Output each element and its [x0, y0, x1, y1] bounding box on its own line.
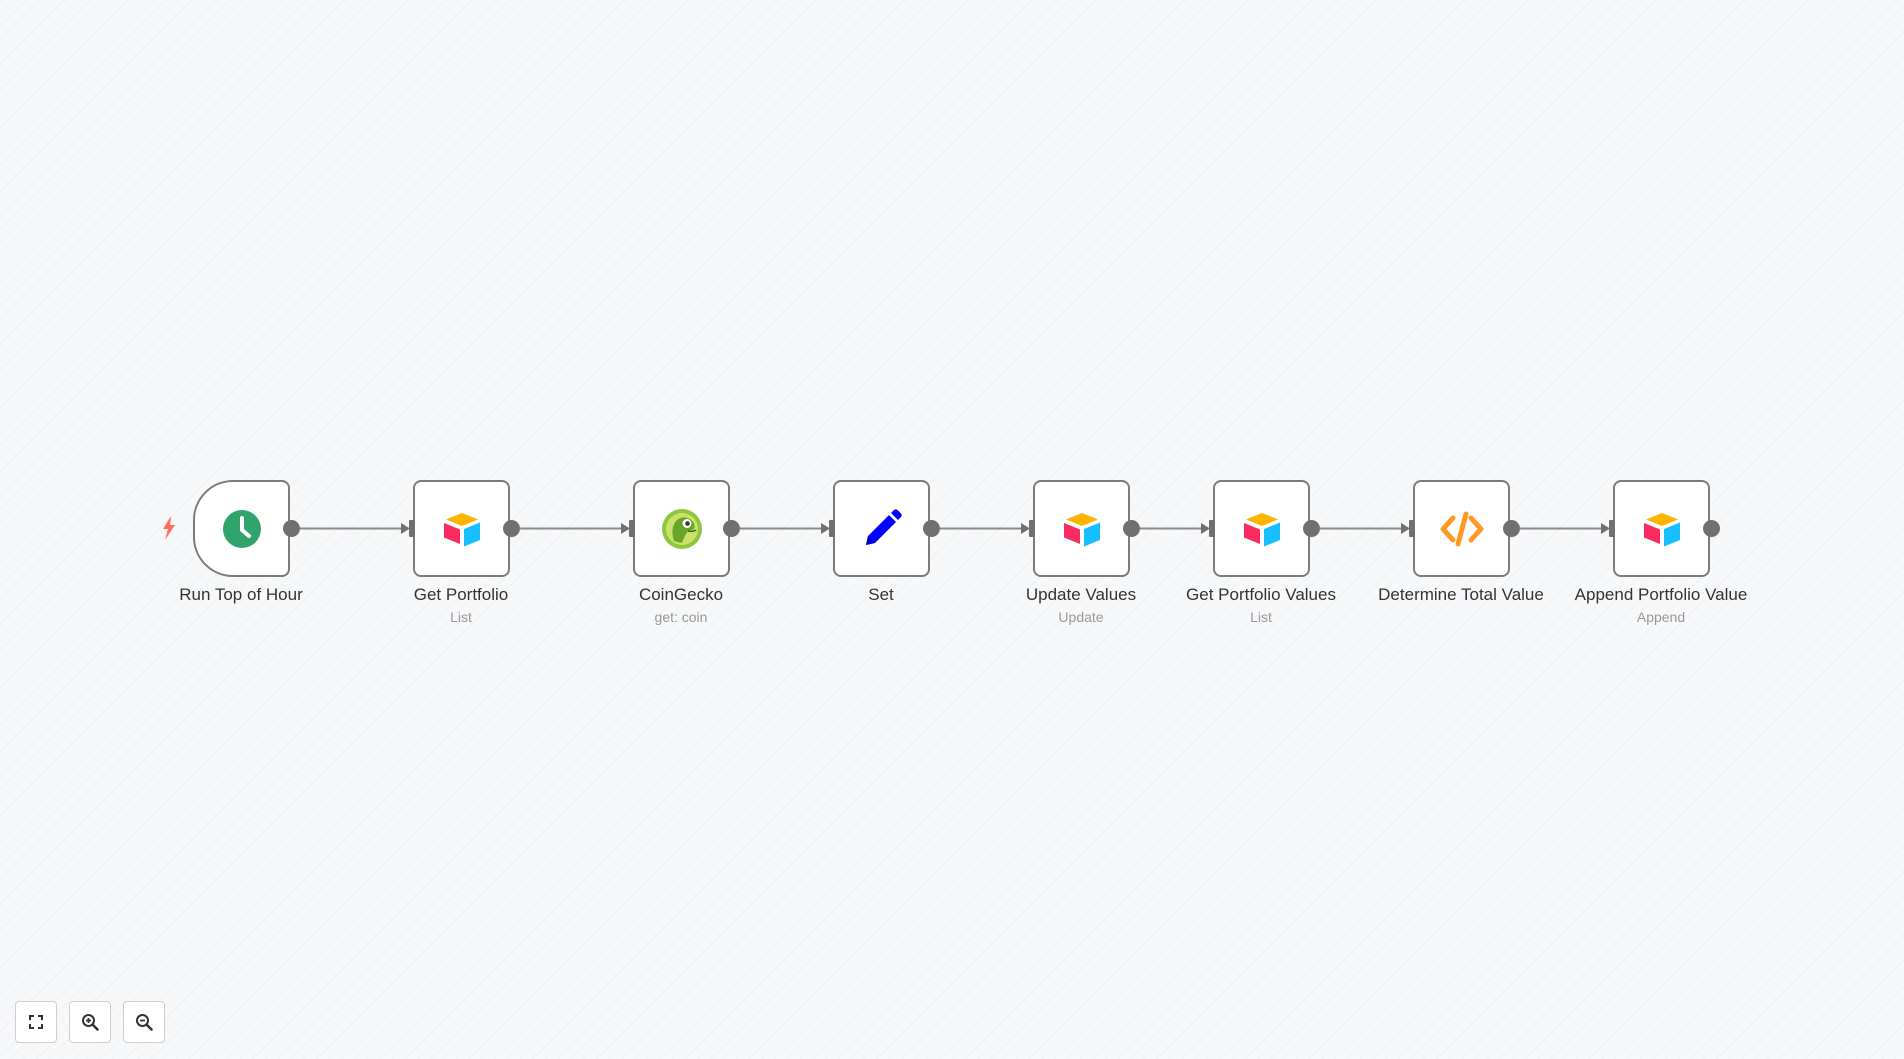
airtable-icon	[1240, 507, 1284, 551]
input-handle[interactable]	[1609, 520, 1615, 537]
node-label: Get Portfolio	[413, 585, 509, 604]
code-icon	[1440, 507, 1484, 551]
node-label: Set	[868, 585, 894, 604]
output-handle[interactable]	[503, 520, 520, 537]
pencil-icon	[860, 507, 904, 551]
output-handle[interactable]	[1503, 520, 1520, 537]
node-get-portfolio-values[interactable]	[1213, 480, 1310, 577]
lightning-bolt-icon	[163, 516, 175, 540]
input-handle[interactable]	[409, 520, 415, 537]
airtable-icon	[1640, 507, 1684, 551]
node-subtitle: List	[450, 609, 472, 625]
input-handle[interactable]	[1209, 520, 1215, 537]
output-handle[interactable]	[1123, 520, 1140, 537]
arrow-head	[1601, 523, 1610, 534]
input-handle[interactable]	[629, 520, 635, 537]
output-handle[interactable]	[1303, 520, 1320, 537]
node-append-portfolio-value[interactable]	[1613, 480, 1710, 577]
arrow-head	[1201, 523, 1210, 534]
zoom-out-icon	[136, 1014, 153, 1031]
input-handle[interactable]	[1029, 520, 1035, 537]
node-label: CoinGecko	[638, 585, 724, 604]
node-label: Determine Total Value	[1378, 585, 1544, 604]
output-handle[interactable]	[723, 520, 740, 537]
node-set[interactable]	[833, 480, 930, 577]
node-subtitle: List	[1250, 609, 1272, 625]
output-handle[interactable]	[1703, 520, 1720, 537]
zoom-in-icon	[82, 1014, 99, 1031]
node-determine-total-value[interactable]	[1413, 480, 1510, 577]
node-coingecko[interactable]	[633, 480, 730, 577]
zoom-out-button[interactable]	[123, 1001, 165, 1043]
node-subtitle: get: coin	[654, 609, 708, 625]
airtable-icon	[1060, 507, 1104, 551]
arrow-head	[1401, 523, 1410, 534]
input-handle[interactable]	[829, 520, 835, 537]
node-label: Update Values	[1025, 585, 1137, 604]
output-handle[interactable]	[923, 520, 940, 537]
output-handle[interactable]	[283, 520, 300, 537]
arrow-head	[621, 523, 630, 534]
fit-view-button[interactable]	[15, 1001, 57, 1043]
input-handle[interactable]	[1409, 520, 1415, 537]
coingecko-icon	[660, 507, 704, 551]
node-get-portfolio[interactable]	[413, 480, 510, 577]
clock-icon	[220, 507, 264, 551]
node-update-values[interactable]	[1033, 480, 1130, 577]
node-run-top-of-hour[interactable]	[193, 480, 290, 577]
node-label: Append Portfolio Value	[1574, 585, 1748, 604]
fit-view-icon	[29, 1015, 43, 1029]
node-label: Run Top of Hour	[179, 585, 303, 604]
node-subtitle: Update	[1058, 609, 1104, 625]
arrow-head	[821, 523, 830, 534]
arrow-head	[401, 523, 410, 534]
airtable-icon	[440, 507, 484, 551]
zoom-in-button[interactable]	[69, 1001, 111, 1043]
arrow-head	[1021, 523, 1030, 534]
node-subtitle: Append	[1636, 609, 1686, 625]
node-label: Get Portfolio Values	[1186, 585, 1336, 604]
